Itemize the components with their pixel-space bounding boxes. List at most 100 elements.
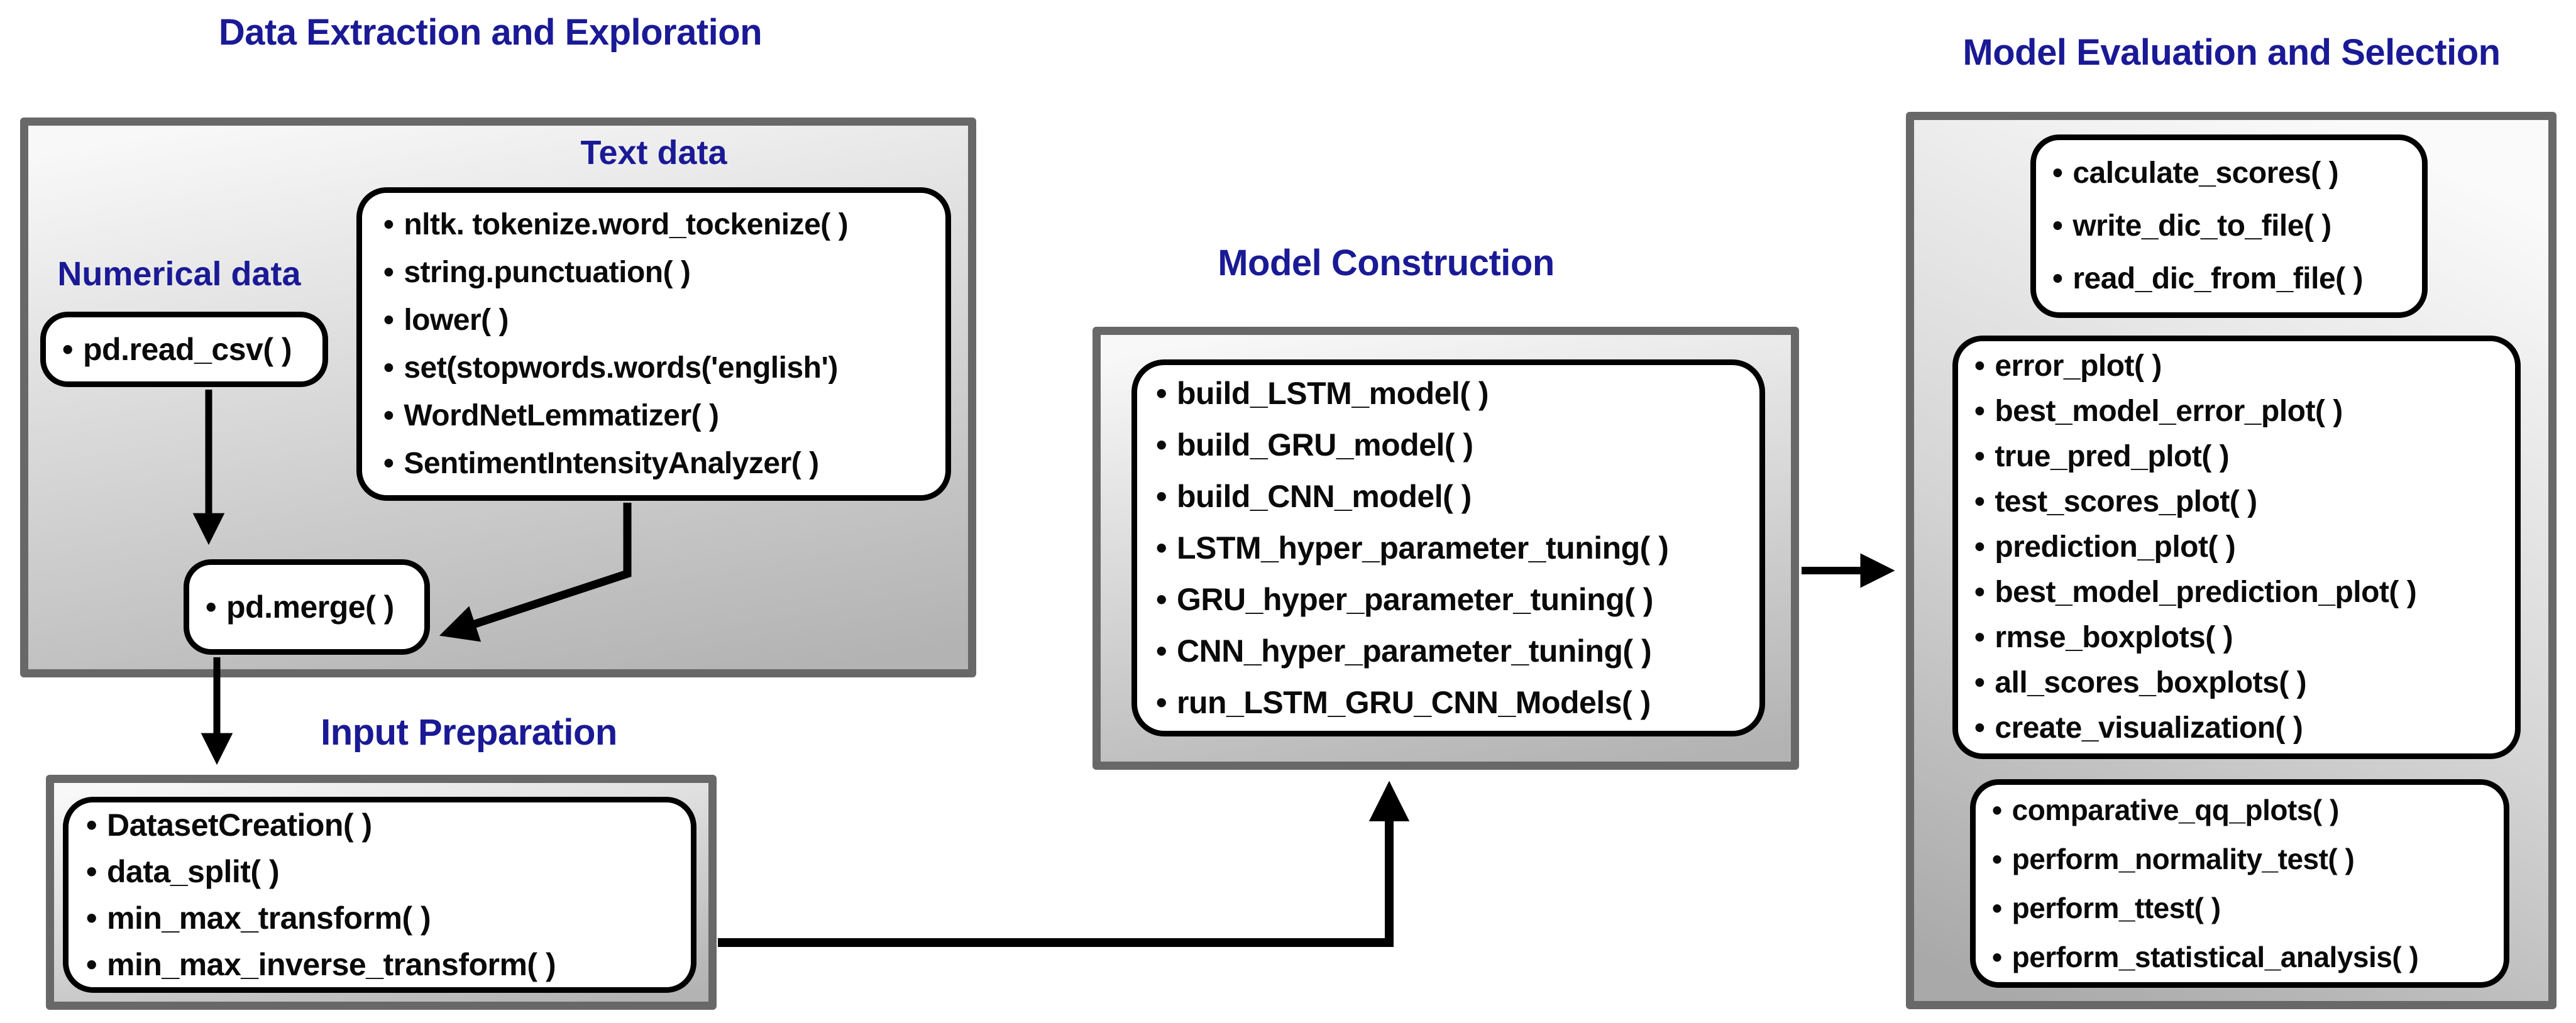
function-label: all_scores_boxplots( )	[1995, 666, 2307, 699]
list-item: • SentimentIntensityAnalyzer( )	[383, 440, 945, 488]
function-label: perform_statistical_analysis( )	[2012, 941, 2419, 973]
list-item: • create_visualization( )	[1974, 706, 2515, 751]
text-data-label: Text data	[580, 134, 727, 172]
model-evaluation-title: Model Evaluation and Selection	[1962, 32, 2501, 73]
list-item: • min_max_inverse_transform( )	[86, 941, 691, 988]
function-label: pd.merge( )	[226, 589, 394, 625]
model-construction-title: Model Construction	[1218, 243, 1555, 283]
list-item: •best_model_prediction_plot( )	[1974, 570, 2515, 615]
function-label: min_max_transform( )	[107, 900, 431, 936]
list-item: • set(stopwords.words('english')	[383, 344, 945, 392]
function-label: test_scores_plot( )	[1995, 485, 2257, 518]
list-item: • comparative_qq_plots( )	[1992, 785, 2504, 834]
bullet-icon: •	[1156, 582, 1167, 617]
function-label: prediction_plot( )	[1995, 530, 2236, 564]
bullet-icon: •	[206, 589, 217, 625]
function-label: GRU_hyper_parameter_tuning( )	[1177, 582, 1653, 617]
function-label: build_GRU_model( )	[1177, 427, 1473, 462]
function-label: SentimentIntensityAnalyzer( )	[404, 446, 819, 480]
bullet-icon: •	[86, 854, 97, 889]
data-extraction-title: Data Extraction and Exploration	[218, 12, 762, 53]
function-label: LSTM_hyper_parameter_tuning( )	[1177, 530, 1669, 566]
bullet-icon: •	[1992, 892, 2002, 924]
list-item: • build_CNN_model( )	[1156, 471, 1759, 522]
bullet-icon: •	[62, 332, 74, 367]
function-label: create_visualization( )	[1995, 711, 2303, 745]
function-label: nltk. tokenize.word_tockenize( )	[404, 207, 849, 241]
function-label: set(stopwords.words('english')	[404, 351, 838, 385]
bullet-icon: •	[1992, 794, 2002, 826]
list-item: • string.punctuation( )	[383, 249, 945, 297]
list-item: • perform_ttest( )	[1992, 884, 2504, 933]
function-label: write_dic_to_file( )	[2072, 209, 2331, 243]
bullet-icon: •	[1974, 485, 1985, 518]
function-label: build_CNN_model( )	[1177, 479, 1472, 514]
function-label: lower( )	[404, 303, 509, 337]
bullet-icon: •	[1156, 479, 1167, 514]
list-item: •prediction_plot( )	[1974, 525, 2515, 570]
bullet-icon: •	[1156, 530, 1167, 566]
bullet-icon: •	[2052, 262, 2063, 295]
bullet-icon: •	[2052, 156, 2063, 190]
list-item: •best_model_error_plot( )	[1974, 389, 2515, 434]
function-label: read_dic_from_file( )	[2072, 262, 2363, 295]
input-preparation-functions-box: •DatasetCreation( ) • data_split( ) • min_ma…	[63, 797, 696, 993]
list-item: • error_plot( )	[1974, 344, 2515, 389]
scores-io-functions-box: • calculate_scores( ) • write_dic_to_file( …	[2030, 134, 2428, 318]
function-label: best_model_error_plot( )	[1995, 395, 2343, 428]
list-item: • true_pred_plot( )	[1974, 434, 2515, 479]
list-item: • CNN_hyper_parameter_tuning( )	[1156, 625, 1759, 677]
function-label: run_LSTM_GRU_CNN_Models( )	[1177, 685, 1651, 720]
list-item: •build_LSTM_model( )	[1156, 368, 1759, 419]
function-label: CNN_hyper_parameter_tuning( )	[1177, 633, 1652, 669]
bullet-icon: •	[1156, 376, 1167, 411]
bullet-icon: •	[1156, 633, 1167, 669]
bullet-icon: •	[86, 947, 97, 982]
function-label: pd.read_csv( )	[83, 332, 292, 367]
list-item: • test_scores_plot( )	[1974, 479, 2515, 525]
function-label: string.punctuation( )	[404, 255, 691, 289]
bullet-icon: •	[1992, 941, 2002, 973]
function-label: comparative_qq_plots( )	[2012, 794, 2340, 826]
function-label: rmse_boxplots( )	[1995, 621, 2233, 654]
list-item: • data_split( )	[86, 848, 691, 895]
bullet-icon: •	[383, 351, 394, 385]
bullet-icon: •	[383, 255, 394, 289]
merge-box: •pd.merge( )	[184, 559, 430, 655]
bullet-icon: •	[1974, 711, 1985, 745]
input-preparation-title: Input Preparation	[321, 712, 617, 753]
function-label: error_plot( )	[1995, 349, 2162, 383]
bullet-icon: •	[2052, 209, 2063, 243]
list-item: • calculate_scores( )	[2052, 147, 2422, 200]
bullet-icon: •	[1156, 427, 1167, 462]
list-item: •DatasetCreation( )	[86, 802, 691, 848]
list-item: • lower( )	[383, 297, 945, 344]
bullet-icon: •	[1974, 349, 1985, 383]
function-label: calculate_scores( )	[2072, 156, 2339, 190]
function-label: perform_ttest( )	[2012, 892, 2221, 924]
function-label: min_max_inverse_transform( )	[107, 947, 556, 982]
function-label: DatasetCreation( )	[107, 807, 372, 843]
function-label: perform_normality_test( )	[2012, 843, 2355, 875]
bullet-icon: •	[1974, 440, 1985, 473]
list-item: • build_GRU_model( )	[1156, 419, 1759, 471]
list-item: • GRU_hyper_parameter_tuning( )	[1156, 574, 1759, 625]
bullet-icon: •	[1992, 843, 2002, 875]
function-label: data_split( )	[107, 854, 280, 889]
bullet-icon: •	[383, 303, 394, 337]
function-label: true_pred_plot( )	[1995, 440, 2230, 473]
numerical-data-label: Numerical data	[57, 255, 301, 293]
bullet-icon: •	[383, 398, 394, 432]
bullet-icon: •	[1974, 621, 1985, 654]
list-item: •nltk. tokenize.word_tockenize( )	[383, 201, 945, 249]
bullet-icon: •	[383, 446, 394, 480]
list-item: • pd.read_csv( )	[62, 331, 322, 368]
statistics-functions-box: • comparative_qq_plots( ) • perform_normali…	[1970, 779, 2509, 988]
bullet-icon: •	[1974, 666, 1985, 699]
bullet-icon: •	[1974, 576, 1985, 609]
list-item: • perform_normality_test( )	[1992, 834, 2504, 884]
list-item: • read_dic_from_file( )	[2052, 253, 2422, 305]
list-item: • perform_statistical_analysis( )	[1992, 933, 2504, 982]
list-item: • write_dic_to_file( )	[2052, 200, 2422, 253]
